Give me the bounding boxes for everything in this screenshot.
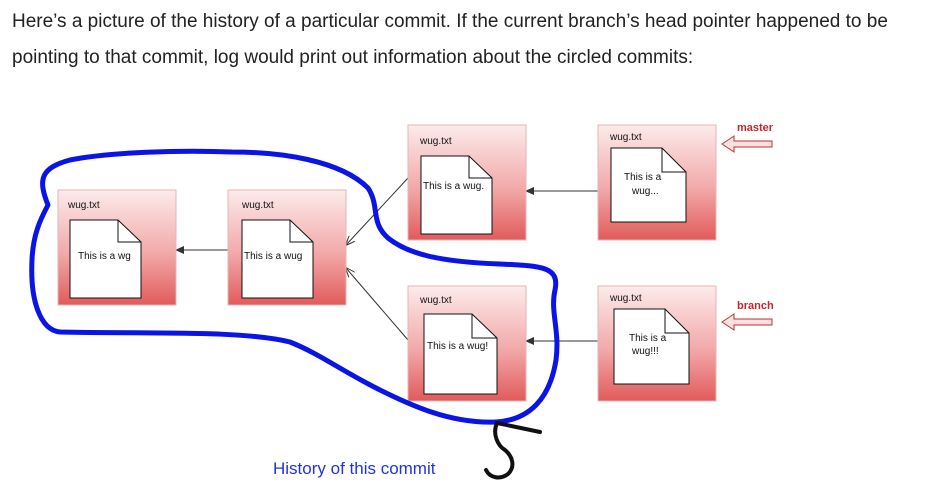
branch-pointer: branch xyxy=(721,300,774,331)
commit-content-line: wug!!! xyxy=(631,346,659,357)
commit-file-name: wug.txt xyxy=(419,295,452,306)
commit-file-name: wug.txt xyxy=(67,200,100,211)
master-label: master xyxy=(737,122,774,134)
curly-arrow-icon xyxy=(484,421,542,480)
master-arrow-icon xyxy=(721,135,773,153)
file-icon xyxy=(241,219,314,299)
commit-node-c4: wug.txt This is a wug... xyxy=(597,124,717,241)
intro-line-2: pointing to that commit, log would print… xyxy=(12,47,694,68)
commit-content-line: This is a xyxy=(629,333,667,344)
file-icon xyxy=(69,219,142,299)
commit-node-c6: wug.txt This is a wug!!! xyxy=(597,285,717,402)
branch-label: branch xyxy=(737,300,774,312)
commit-content-line: This is a wg xyxy=(78,251,131,262)
commit-file-name: wug.txt xyxy=(241,200,274,211)
arrow-c5-to-c2 xyxy=(346,268,409,341)
intro-paragraph: Here’s a picture of the history of a par… xyxy=(12,4,942,76)
file-icon xyxy=(610,147,687,223)
commit-node-c2: wug.txt This is a wug xyxy=(227,189,347,306)
commit-file-name: wug.txt xyxy=(419,136,452,147)
file-icon xyxy=(423,313,498,395)
commit-file-name: wug.txt xyxy=(609,293,642,304)
commit-content-line: This is a xyxy=(624,172,662,183)
master-pointer: master xyxy=(721,122,774,153)
file-icon xyxy=(613,308,690,385)
intro-line-1: Here’s a picture of the history of a par… xyxy=(12,11,888,32)
commit-file-name: wug.txt xyxy=(609,132,642,143)
branch-arrow-icon xyxy=(721,313,773,331)
commit-content-line: This is a wug. xyxy=(423,181,484,192)
file-icon xyxy=(420,155,493,235)
commit-content-line: This is a wug xyxy=(244,251,302,262)
commit-node-c3: wug.txt This is a wug. xyxy=(407,124,527,241)
commit-node-c5: wug.txt This is a wug! xyxy=(407,285,527,402)
commit-content-line: wug... xyxy=(631,186,659,197)
commit-node-c1: wug.txt This is a wg xyxy=(57,189,177,306)
commit-content-line: This is a wug! xyxy=(427,341,488,352)
diagram-caption: History of this commit xyxy=(273,459,436,478)
history-outline xyxy=(29,148,560,425)
